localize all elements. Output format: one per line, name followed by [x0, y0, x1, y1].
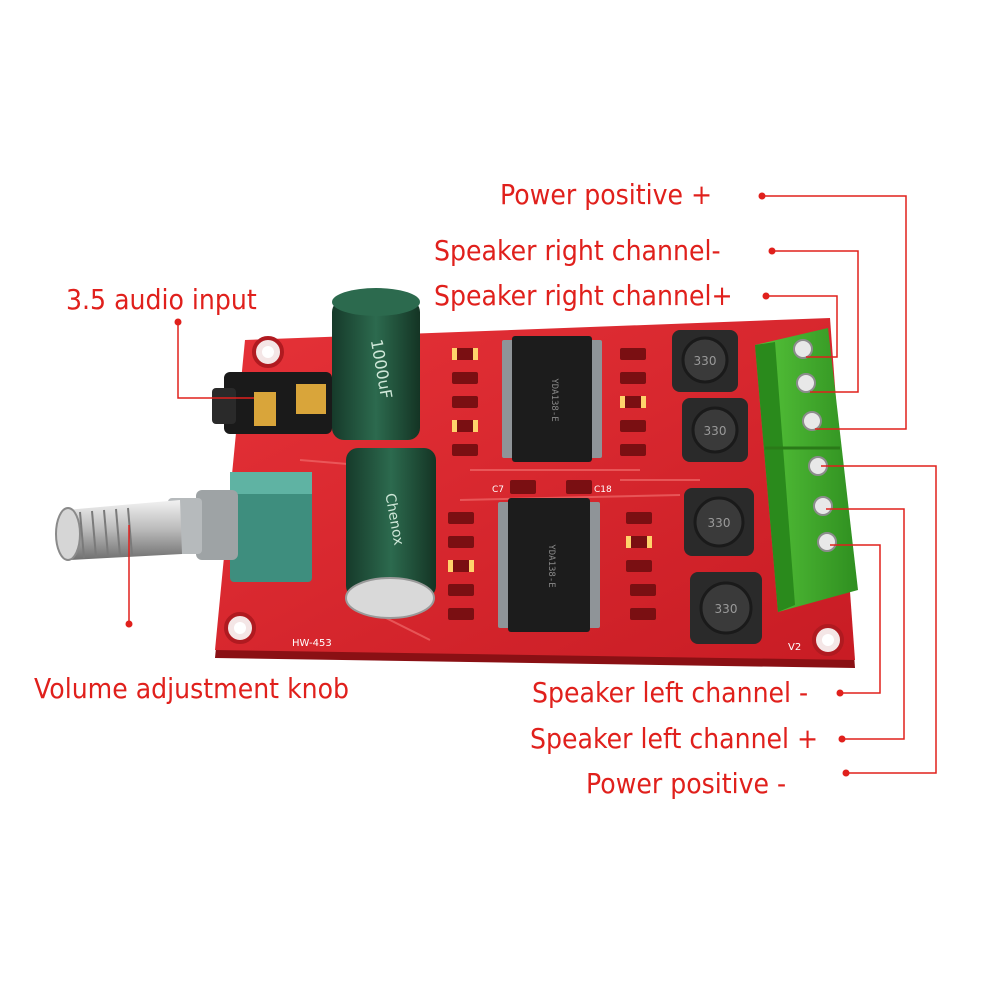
- label-speaker-left-plus: Speaker left channel +: [530, 722, 819, 755]
- inductor-2: 330: [682, 398, 748, 462]
- callout-lines: [128, 195, 937, 774]
- label-audio-input: 3.5 audio input: [66, 283, 257, 316]
- smd-pads: [448, 348, 652, 572]
- inductor-3: 330: [684, 488, 754, 556]
- silk-c18: C18: [594, 485, 612, 495]
- label-speaker-right-minus: Speaker right channel-: [434, 234, 721, 267]
- audio-jack: [212, 372, 332, 434]
- amplifier-chip-bottom: YDA138-E: [498, 498, 600, 632]
- mounting-holes: [224, 336, 844, 656]
- label-speaker-left-minus: Speaker left channel -: [532, 676, 809, 709]
- amplifier-chip-top: YDA138-E: [502, 336, 602, 462]
- label-power-positive-minus: Power positive -: [586, 767, 787, 800]
- inductors: 330 330 330 330: [672, 330, 762, 644]
- volume-knob-shaft: [55, 500, 182, 561]
- svg-text:330: 330: [704, 424, 727, 438]
- inductor-4: 330: [690, 572, 762, 644]
- callout-dots: [125, 192, 850, 777]
- capacitor-lower: Chenox: [345, 448, 436, 619]
- capacitor-upper: 1000uF: [332, 288, 420, 440]
- board-version-label: V2: [788, 642, 801, 653]
- silk-c7: C7: [492, 485, 504, 495]
- board-model-label: HW-453: [292, 638, 332, 649]
- svg-text:330: 330: [708, 516, 731, 530]
- label-volume-knob: Volume adjustment knob: [34, 672, 350, 705]
- smd-components: [448, 348, 656, 620]
- svg-text:330: 330: [694, 354, 717, 368]
- label-power-positive-plus: Power positive +: [500, 178, 713, 211]
- svg-text:330: 330: [715, 602, 738, 616]
- label-speaker-right-plus: Speaker right channel+: [434, 279, 733, 312]
- chip-top-label: YDA138-E: [549, 378, 559, 421]
- speaker-terminal-block: [755, 328, 858, 612]
- potentiometer: [168, 472, 312, 582]
- inductor-1: 330: [672, 330, 738, 392]
- chip-bottom-label: YDA138-E: [546, 544, 556, 587]
